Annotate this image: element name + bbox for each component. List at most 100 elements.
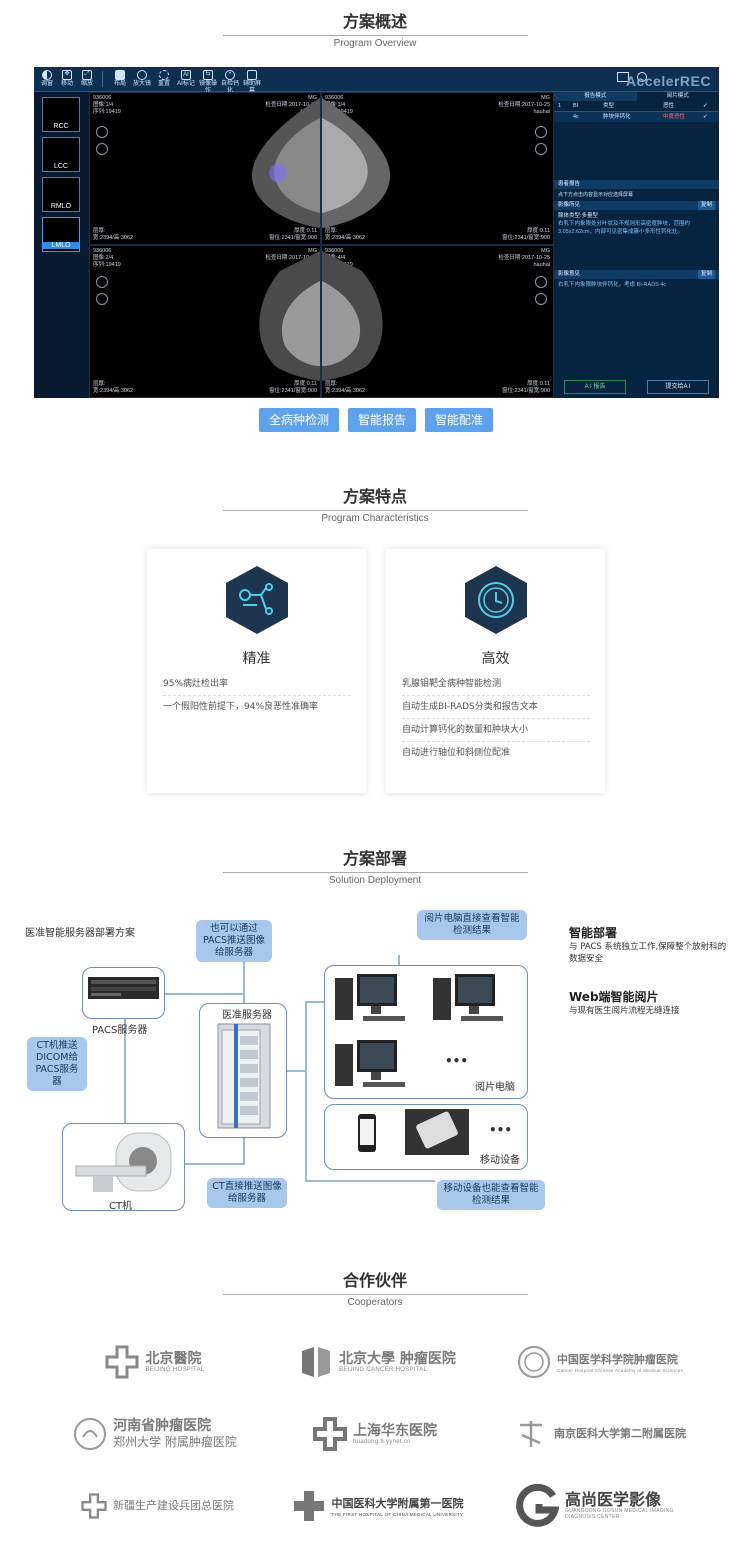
tab-report-mode[interactable]: 报告模式 xyxy=(554,92,637,101)
section-subtitle: Cooperators xyxy=(347,1297,403,1308)
feature-text: 与现有医生阅片流程无缝连接 xyxy=(569,1006,680,1016)
connector-line xyxy=(124,993,126,1123)
desktop-pc-icon xyxy=(335,1040,405,1087)
mobile-label: 移动设备 xyxy=(480,1155,520,1166)
calcification-icon[interactable]: •自检钙化 xyxy=(220,70,239,94)
copy-button[interactable]: 复制 xyxy=(697,201,715,210)
mirror-icon[interactable]: ⇆镜像操作 xyxy=(198,70,217,94)
tablet-icon xyxy=(405,1109,469,1155)
all-disease-detection-button[interactable]: 全病种检测 xyxy=(259,408,339,432)
window-icon[interactable] xyxy=(617,72,629,82)
pencil-icon[interactable] xyxy=(535,126,547,138)
tab-read-mode[interactable]: 阅片模式 xyxy=(666,93,689,99)
desktop-pc-icon xyxy=(433,974,503,1021)
partners-title-block: 合作伙伴 Cooperators xyxy=(0,1271,750,1308)
reset-icon[interactable]: 重置 xyxy=(153,70,175,88)
connector-line xyxy=(398,955,400,965)
connector-line xyxy=(305,1180,435,1182)
partner-nanjing-second-hospital[interactable]: 南京医科大学第二附属医院 xyxy=(500,1412,700,1456)
feature-title: 智能部署 xyxy=(569,926,618,940)
pencil-icon[interactable] xyxy=(535,276,547,288)
thumbnail-rcc[interactable]: RCC xyxy=(42,97,80,132)
eraser-icon[interactable] xyxy=(535,143,547,155)
move-icon[interactable]: ✥移动 xyxy=(60,70,73,87)
deployment-feature-2: Web端智能阅片 与现有医生阅片流程无缝连接 xyxy=(569,988,734,1017)
copy-button[interactable]: 复制 xyxy=(697,270,715,279)
bubble-ct-direct: CT直接推送图像给服务器 xyxy=(207,1178,287,1208)
phone-icon xyxy=(358,1114,376,1152)
card-title: 精准 xyxy=(242,651,271,667)
reading-pc-box: ••• 阅片电脑 xyxy=(324,965,528,1099)
thumbnail-lcc[interactable]: LCC xyxy=(42,137,80,172)
yizhun-server-box: 医准服务器 xyxy=(199,1003,287,1138)
bubble-ct-dicom: CT机推送DICOM给PACS服务器 xyxy=(27,1037,87,1091)
list-item: 自动生成BI-RADS分类和报告文本 xyxy=(402,696,590,719)
card-title: 高效 xyxy=(481,651,510,667)
ct-label: CT机 xyxy=(109,1201,133,1212)
connector-line xyxy=(305,1001,325,1003)
findings-body[interactable]: 腺体类型:多量型 右乳下内象限处分叶状及不规则形高密度肿块，范围约3.05x2.… xyxy=(558,213,691,235)
smart-registration-button[interactable]: 智能配准 xyxy=(425,408,493,432)
pencil-icon[interactable] xyxy=(96,276,108,288)
feature-buttons: 全病种检测 智能报告 智能配准 xyxy=(259,408,499,432)
list-item: 自动进行轴位和斜侧位配准 xyxy=(402,748,511,758)
partner-henan-cancer-hospital[interactable]: 河南省肿瘤医院郑州大学 附属肿瘤医院 xyxy=(55,1412,255,1456)
submit-ai-button[interactable]: 提交给A I xyxy=(647,380,709,394)
thumbnail-lmlo[interactable]: LMLO xyxy=(42,217,80,252)
pencil-icon[interactable] xyxy=(96,126,108,138)
bubble-pc-view: 阅片电脑直接查看智能检测结果 xyxy=(417,910,527,940)
divider xyxy=(222,510,528,511)
layout-icon[interactable]: 布局 xyxy=(109,70,131,88)
toolbar-divider xyxy=(102,71,103,87)
pacs-label: PACS服务器 xyxy=(92,1025,148,1036)
partner-xinjiang-bingtuan-hospital[interactable]: 新疆生产建设兵团总医院 xyxy=(70,1484,245,1528)
info-icon[interactable] xyxy=(637,72,647,82)
section-subtitle: Solution Deployment xyxy=(328,875,422,886)
tower-server-icon xyxy=(217,1023,271,1129)
cross-icon xyxy=(313,1417,347,1451)
eraser-icon[interactable] xyxy=(96,143,108,155)
pc-label: 阅片电脑 xyxy=(475,1082,515,1093)
thumbnail-rmlo[interactable]: RMLO xyxy=(42,177,80,212)
section-title: 合作伙伴 xyxy=(342,1271,407,1290)
magnifier-icon[interactable]: 放大镜 xyxy=(131,70,153,88)
feature-list: 乳腺钼靶全病种智能检测 自动生成BI-RADS分类和报告文本 自动计算钙化的数量… xyxy=(402,673,590,764)
zoom-icon[interactable]: ⤢缩放 xyxy=(80,70,93,87)
connector-line xyxy=(165,993,245,995)
breast-image xyxy=(322,98,391,228)
patient-report-header: 患者报告 xyxy=(554,180,719,189)
screen-icon[interactable]: 辅助屏幕 xyxy=(241,70,263,95)
connector-line xyxy=(185,1163,245,1165)
connector-line xyxy=(305,1001,307,1181)
divider xyxy=(222,35,528,36)
smart-report-button[interactable]: 智能报告 xyxy=(348,408,416,432)
contrast-icon[interactable]: 调窗 xyxy=(36,70,58,88)
feature-card-precise: 精准 95%病灶检出率 一个假阳性前提下，94%良恶性准确率 xyxy=(147,549,366,793)
ai-report-button[interactable]: A I 报告 xyxy=(564,380,626,394)
list-item: 95%病灶检出率 xyxy=(163,673,351,696)
more-ellipsis: ••• xyxy=(489,1123,513,1137)
opinion-body[interactable]: 右乳下内象限肿块伴钙化，考虑 BI-RADS 4c xyxy=(558,282,667,288)
section-title: 方案特点 xyxy=(342,487,407,506)
seal-icon xyxy=(517,1346,550,1378)
eraser-icon[interactable] xyxy=(96,293,108,305)
eraser-icon[interactable] xyxy=(535,293,547,305)
section-title: 方案部署 xyxy=(342,849,407,868)
feature-text: 与 PACS 系统独立工作,保障整个放射科的数据安全 xyxy=(569,942,727,964)
breast-image xyxy=(322,251,383,381)
g-logo-icon xyxy=(516,1484,559,1527)
overview-title-block: 方案概述 Program Overview xyxy=(0,12,750,49)
